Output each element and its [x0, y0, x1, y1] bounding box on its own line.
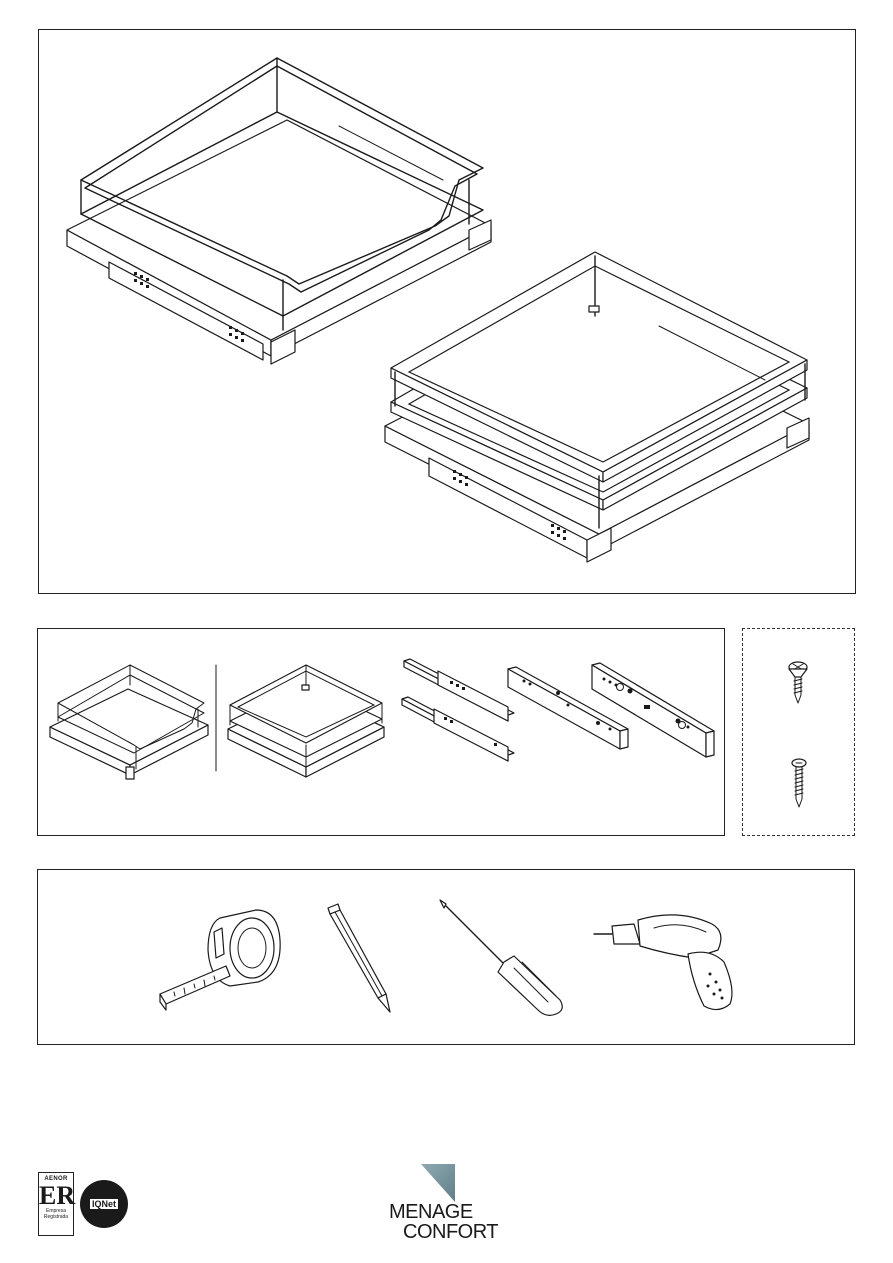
iqnet-label: IQNet: [90, 1199, 118, 1209]
aenor-mark: ER: [39, 1184, 73, 1208]
countersunk-screw-icon: [789, 662, 807, 703]
certification-logos: AENOR ER Empresa Registrada IQNet: [38, 1172, 138, 1240]
screws-panel: [742, 628, 855, 836]
hero-illustration-panel: [38, 29, 856, 594]
brand-line-1: MENAGE: [389, 1202, 473, 1222]
screwdriver-icon: [440, 900, 562, 1015]
brand-line-2: CONFORT: [403, 1222, 498, 1242]
drawer-slide-pair-icon: [402, 659, 514, 761]
wire-basket-double-rail-icon: [385, 252, 809, 562]
iqnet-badge: IQNet: [80, 1180, 128, 1228]
wire-basket-curved-front-icon: [67, 58, 491, 364]
aenor-caption-2: Registrada: [39, 1214, 73, 1220]
brand-logo: MENAGE CONFORT: [385, 1164, 515, 1244]
tools-panel: [37, 869, 855, 1045]
parts-list-panel: [37, 628, 725, 836]
basket-curved-front-icon: [50, 665, 208, 779]
aenor-badge: AENOR ER Empresa Registrada: [38, 1172, 74, 1236]
brand-triangle-icon: [421, 1164, 455, 1202]
pencil-icon: [328, 904, 390, 1012]
tape-measure-icon: [160, 910, 280, 1010]
panhead-screw-icon: [792, 759, 806, 807]
basket-double-rail-icon: [228, 665, 384, 777]
cordless-drill-icon: [594, 915, 732, 1010]
